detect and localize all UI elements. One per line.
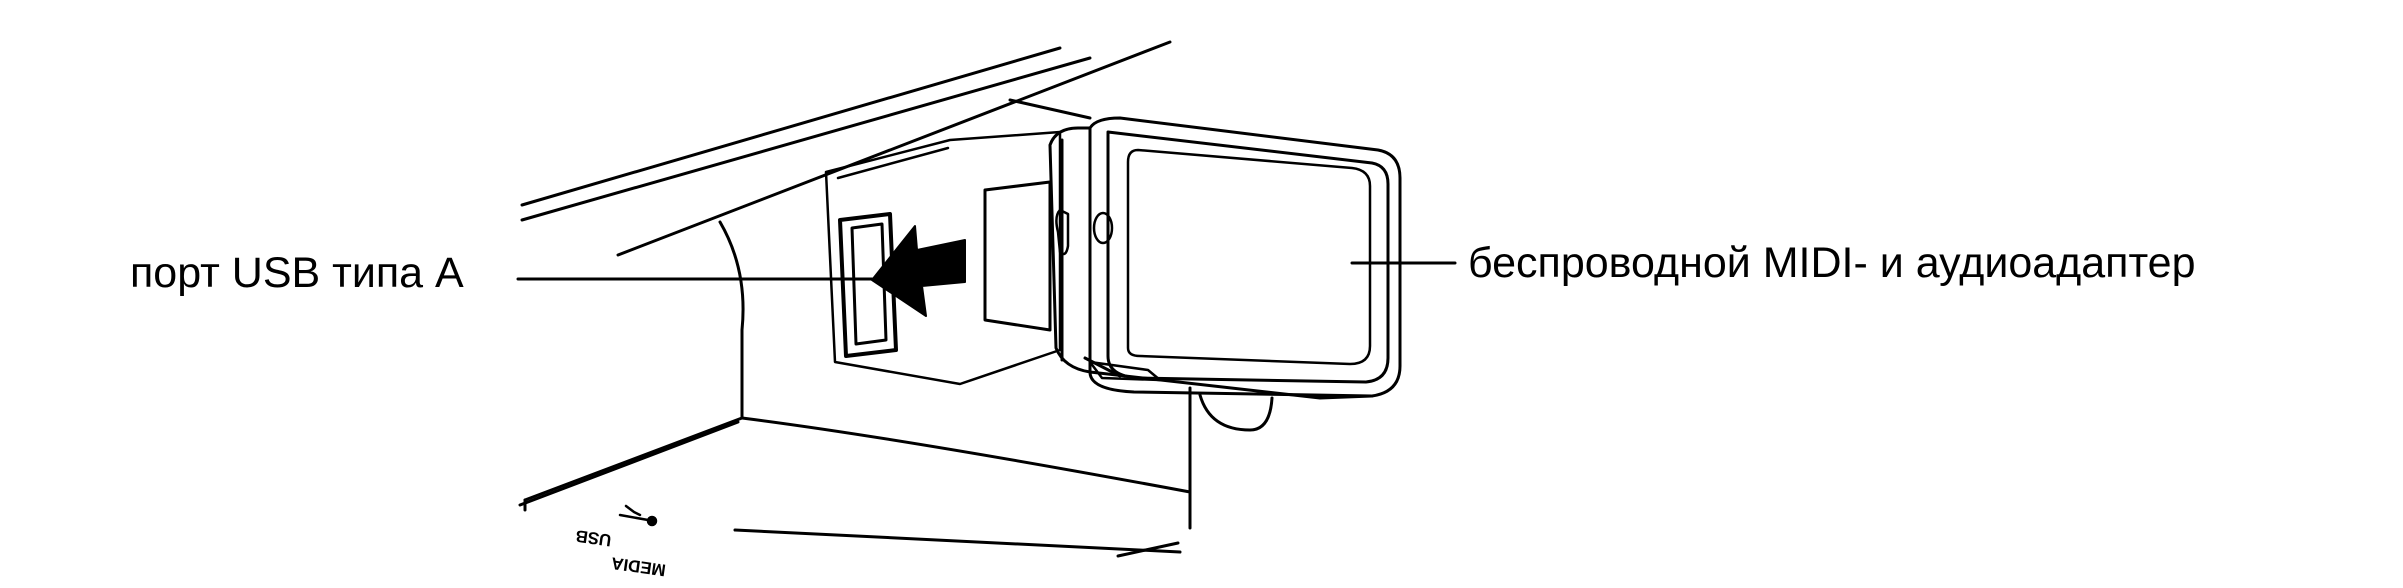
insert-direction-arrow: [871, 225, 966, 317]
wireless-adapter-device: [983, 116, 1402, 432]
callout-leaders: [516, 261, 1457, 281]
instrument-top-edges: [520, 40, 1172, 257]
panel-marking-line2: MEDIA: [610, 553, 667, 579]
wireless-adapter-callout-label: беспроводной MIDI- и аудиоадаптер: [1468, 239, 2196, 287]
usb-port-recess: [824, 130, 1062, 386]
usb-symbol-icon: [618, 504, 658, 527]
usb-port-socket: [838, 212, 898, 358]
panel-marking-line1: USB: [574, 526, 612, 550]
usb-port-callout-label: порт USB типа A: [130, 249, 464, 297]
panel-markings: USB MEDIA: [574, 526, 667, 580]
instrument-bottom-edges: [518, 420, 1182, 558]
